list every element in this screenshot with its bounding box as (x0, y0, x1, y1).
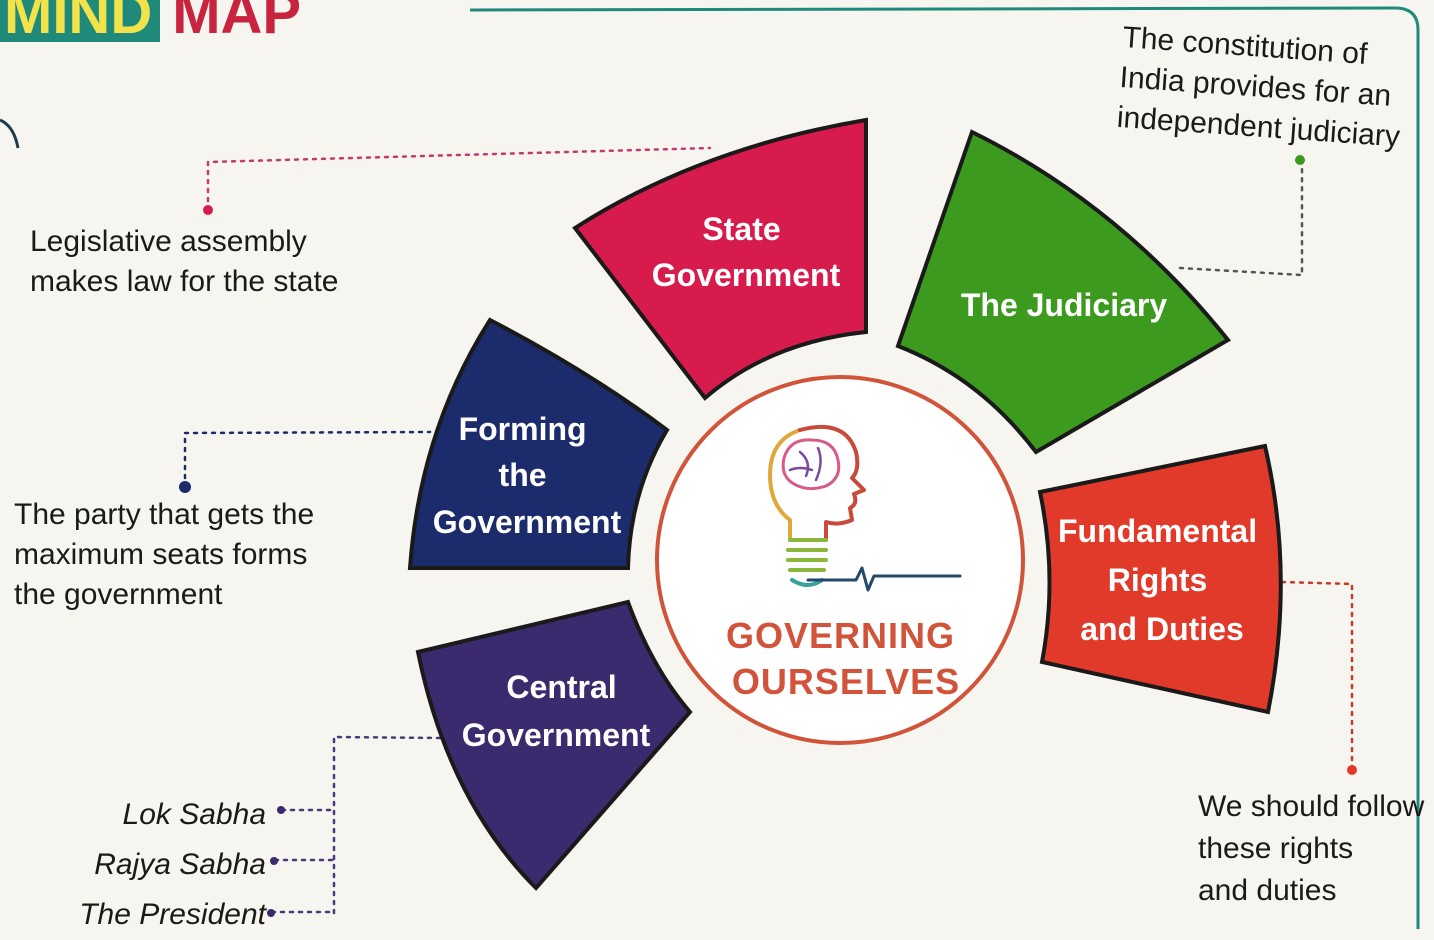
note-state-line1: Legislative assembly (30, 225, 307, 258)
label-rights-line2: Rights (1108, 562, 1208, 598)
label-forming-line3: Government (433, 504, 622, 540)
segment-judiciary (895, 129, 1232, 455)
label-rights-line3: and Duties (1080, 611, 1244, 647)
dot-state (203, 205, 213, 215)
label-forming-government: Forming the Government (433, 411, 622, 540)
brain-bulb-icon (768, 424, 962, 592)
title-map: MAP (172, 0, 302, 46)
segment-labels: State Government The Judiciary Forming t… (433, 211, 1266, 753)
connector-forming (183, 430, 432, 489)
label-state-line1: State (702, 211, 780, 247)
note-central-president: The President (79, 898, 266, 931)
note-forming: The party that gets the maximum seats fo… (14, 495, 314, 615)
segment-state-government (572, 117, 868, 401)
label-central-government: Central Government (462, 669, 651, 753)
label-central-line1: Central (506, 669, 616, 705)
note-forming-line1: The party that gets the (14, 498, 315, 531)
note-rights-line3: and duties (1198, 874, 1337, 907)
note-state: Legislative assembly makes law for the s… (30, 222, 338, 302)
label-state-line2: Government (652, 257, 841, 293)
label-judiciary-line1: The Judiciary (961, 287, 1168, 323)
connector-state (206, 146, 712, 212)
connector-rights (1280, 580, 1354, 772)
dot-president (267, 909, 275, 917)
label-fundamental-rights: Fundamental Rights and Duties (1058, 513, 1266, 647)
center-line2: OURSELVES (732, 661, 960, 702)
dot-loksabha (277, 806, 285, 814)
note-judiciary: The constitution of India provides for a… (1116, 18, 1407, 157)
note-forming-line3: the government (14, 578, 223, 611)
connector-judiciary (1178, 158, 1304, 277)
note-central-rajyasabha: Rajya Sabha (94, 848, 266, 881)
note-rights-line2: these rights (1198, 832, 1354, 865)
dot-judiciary (1295, 155, 1305, 165)
dot-rajyasabha (270, 857, 278, 865)
frame-border (469, 6, 1420, 929)
segments (407, 117, 1283, 891)
note-forming-line2: maximum seats forms (14, 538, 308, 571)
segment-central-government (415, 599, 693, 891)
label-judiciary: The Judiciary (961, 287, 1168, 323)
segment-forming-government (407, 317, 670, 570)
center-title: GOVERNING OURSELVES (726, 615, 966, 702)
label-rights-line1: Fundamental (1058, 513, 1257, 549)
segment-fundamental-rights (1037, 443, 1283, 715)
label-forming-line2: the (499, 457, 547, 493)
note-rights: We should follow these rights and duties (1198, 786, 1424, 912)
note-state-line2: makes law for the state (30, 265, 339, 298)
center-circle (655, 375, 1025, 745)
note-central-loksabha: Lok Sabha (122, 798, 266, 831)
connectors (183, 146, 1354, 917)
page-title: MIND MAP (0, 0, 302, 46)
dot-forming (179, 481, 191, 493)
title-mind: MIND (0, 0, 161, 43)
note-central: Lok Sabha Rajya Sabha The President (79, 790, 266, 940)
label-state-government: State Government (652, 211, 841, 293)
connector-central (332, 735, 442, 917)
label-forming-line1: Forming (459, 411, 587, 447)
dot-rights (1347, 765, 1357, 775)
center-line1: GOVERNING (726, 615, 955, 656)
note-rights-line1: We should follow (1198, 790, 1425, 823)
connector-dots (179, 155, 1357, 917)
label-central-line2: Government (462, 717, 651, 753)
frame-corner-mark (0, 118, 20, 149)
